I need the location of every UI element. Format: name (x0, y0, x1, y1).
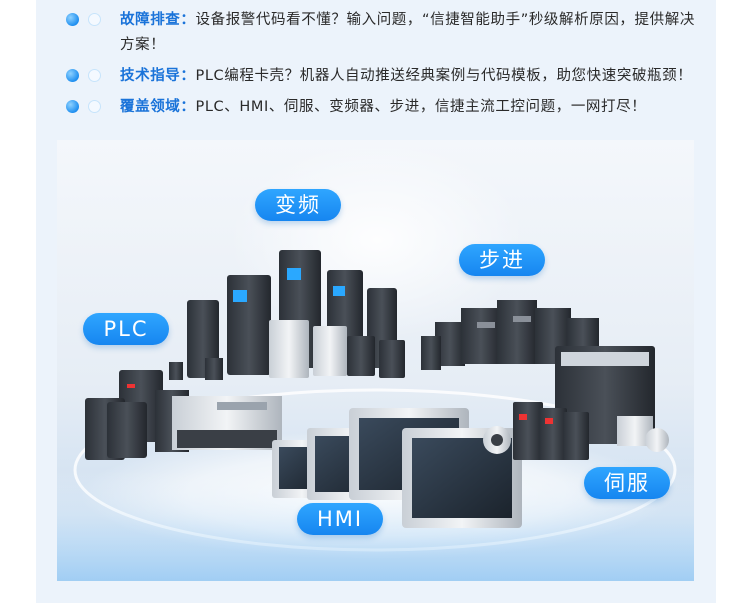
plc-group (85, 370, 282, 460)
feature-desc: PLC编程卡壳？机器人自动推送经典案例与代码模板，助您快速突破瓶颈！ (195, 68, 693, 84)
feature-text: 覆盖领域：PLC、HMI、伺服、变频器、步进，信捷主流工控问题，一网打尽！ (120, 95, 704, 120)
feature-key: 技术指导： (120, 68, 196, 84)
bullet-ring-icon (88, 13, 101, 26)
tag-stepper: 步进 (459, 244, 545, 276)
tag-servo: 伺服 (584, 467, 670, 499)
feature-desc: PLC、HMI、伺服、变频器、步进，信捷主流工控问题，一网打尽！ (195, 99, 647, 115)
tag-hmi: HMI (297, 503, 383, 535)
stepper-group (421, 300, 599, 370)
product-showcase: 变频 步进 PLC HMI 伺服 (57, 140, 694, 581)
feature-desc: 设备报警代码看不懂？输入问题，“信捷智能助手”秒级解析原因，提供解决方案！ (120, 12, 695, 53)
inverter-group (169, 250, 405, 380)
feature-item-coverage: 覆盖领域：PLC、HMI、伺服、变频器、步进，信捷主流工控问题，一网打尽！ (64, 95, 704, 120)
bullet-ring-icon (88, 69, 101, 82)
feature-item-guidance: 技术指导：PLC编程卡壳？机器人自动推送经典案例与代码模板，助您快速突破瓶颈！ (64, 64, 704, 89)
feature-key: 覆盖领域： (120, 99, 196, 115)
bullet-dot-icon (66, 13, 79, 26)
servo-group (483, 346, 669, 460)
bullet-marker (64, 13, 104, 29)
bullet-marker (64, 100, 104, 116)
feature-item-troubleshooting: 故障排查：设备报警代码看不懂？输入问题，“信捷智能助手”秒级解析原因，提供解决方… (64, 8, 704, 58)
bullet-dot-icon (66, 100, 79, 113)
feature-text: 技术指导：PLC编程卡壳？机器人自动推送经典案例与代码模板，助您快速突破瓶颈！ (120, 64, 704, 89)
bullet-dot-icon (66, 69, 79, 82)
bullet-ring-icon (88, 100, 101, 113)
tag-plc: PLC (83, 313, 169, 345)
tag-inverter: 变频 (255, 189, 341, 221)
feature-key: 故障排查： (120, 12, 196, 28)
feature-text: 故障排查：设备报警代码看不懂？输入问题，“信捷智能助手”秒级解析原因，提供解决方… (120, 8, 704, 58)
feature-list: 故障排查：设备报警代码看不懂？输入问题，“信捷智能助手”秒级解析原因，提供解决方… (64, 8, 704, 126)
bullet-marker (64, 69, 104, 85)
